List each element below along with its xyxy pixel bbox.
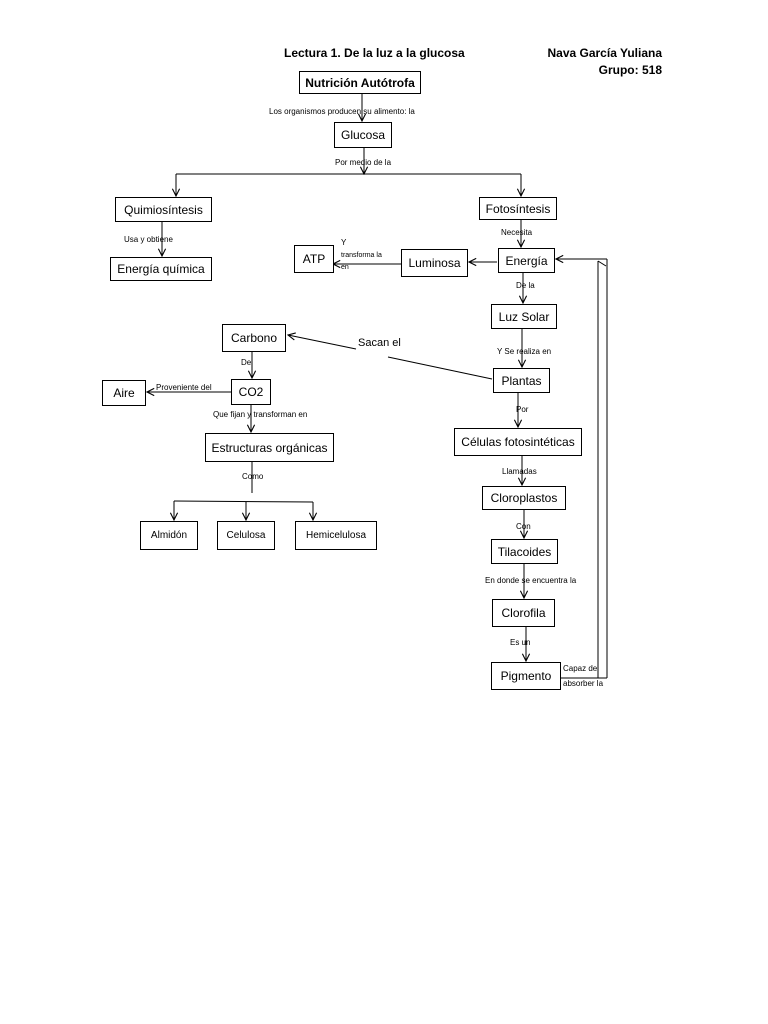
- node-energia: Energía: [498, 248, 555, 273]
- node-tilacoides: Tilacoides: [491, 539, 558, 564]
- label-del: Del: [241, 358, 254, 367]
- node-celulosa: Celulosa: [217, 521, 275, 550]
- edge-como-bar: [173, 500, 314, 503]
- node-plantas: Plantas: [493, 368, 550, 393]
- label-necesita: Necesita: [501, 228, 533, 237]
- node-quimiosintesis: Quimiosíntesis: [115, 197, 212, 222]
- node-fotosintesis: Fotosíntesis: [479, 197, 557, 220]
- group-number: Grupo: 518: [598, 63, 662, 77]
- page-title: Lectura 1. De la luz a la glucosa: [284, 46, 465, 60]
- label-por: Por: [516, 405, 529, 414]
- label-por-medio: Por medio de la: [335, 158, 392, 167]
- label-producen: Los organismos producen su alimento: la: [269, 107, 415, 116]
- label-de-la: De la: [516, 281, 535, 290]
- label-es-un: Es un: [510, 638, 531, 647]
- label-llamadas: Llamadas: [502, 467, 537, 476]
- label-en: en: [341, 264, 349, 271]
- node-hemicelulosa: Hemicelulosa: [295, 521, 377, 550]
- node-aire: Aire: [102, 380, 146, 406]
- node-luz-solar: Luz Solar: [491, 304, 557, 329]
- label-absorber: absorber la: [563, 679, 604, 688]
- label-transforma: transforma la: [341, 252, 382, 259]
- label-sacan-el: Sacan el: [358, 337, 401, 349]
- edge-sacan-carbono: [288, 335, 357, 350]
- node-estructuras: Estructuras orgánicas: [205, 433, 334, 462]
- node-luminosa: Luminosa: [401, 249, 468, 277]
- label-como: Como: [242, 472, 264, 481]
- node-clorofila: Clorofila: [492, 599, 555, 627]
- node-pigmento: Pigmento: [491, 662, 561, 690]
- label-proveniente: Proveniente del: [156, 383, 212, 392]
- node-celulas: Células fotosintéticas: [454, 428, 582, 456]
- node-nutricion: Nutrición Autótrofa: [299, 71, 421, 94]
- node-cloroplastos: Cloroplastos: [482, 486, 566, 510]
- node-almidon: Almidón: [140, 521, 198, 550]
- edge-pigmento-loop-e: [597, 260, 607, 267]
- node-carbono: Carbono: [222, 324, 286, 352]
- edge-plantas-sacan: [387, 356, 493, 380]
- label-usa-obtiene: Usa y obtiene: [124, 235, 173, 244]
- label-con: Con: [516, 522, 531, 531]
- node-energia-quimica: Energía química: [110, 257, 212, 281]
- node-atp: ATP: [294, 245, 334, 273]
- label-se-realiza: Y Se realiza en: [497, 347, 552, 356]
- node-glucosa: Glucosa: [334, 122, 392, 148]
- author-name: Nava García Yuliana: [547, 46, 662, 60]
- node-co2: CO2: [231, 379, 271, 405]
- label-capaz: Capaz de: [563, 664, 598, 673]
- label-fijan: Que fijan y transforman en: [213, 410, 308, 419]
- label-en-donde: En donde se encuentra la: [485, 576, 577, 585]
- label-y: Y: [341, 238, 347, 247]
